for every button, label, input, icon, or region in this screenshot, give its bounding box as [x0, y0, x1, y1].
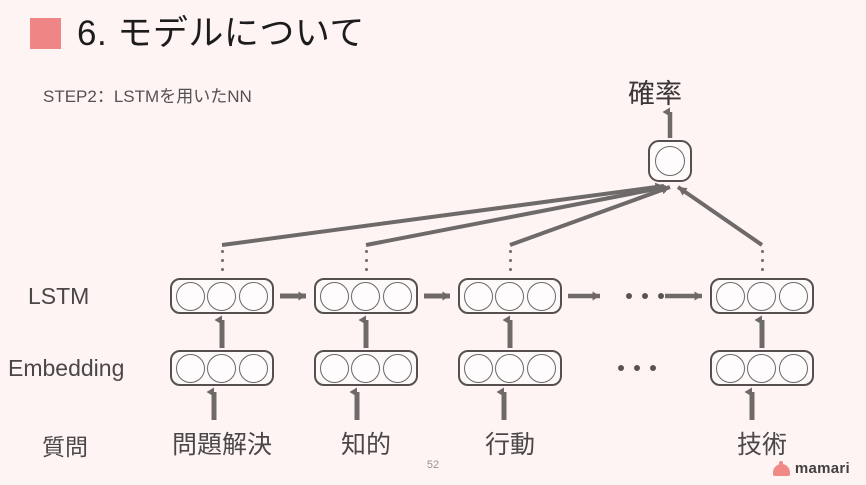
lstm-unit-circle: [382, 281, 412, 311]
input-word-3: 行動: [484, 431, 536, 459]
lstm-unit-circle: [351, 281, 381, 311]
lstm-unit-circle: [176, 281, 206, 311]
page-number: 52: [426, 459, 440, 471]
output-label: 確率: [628, 79, 682, 109]
subtitle-text: STEP2：LSTMを用いたNN: [43, 87, 252, 106]
vertical-dots-icon-2: [364, 250, 368, 271]
embedding-unit-circle: [176, 353, 206, 383]
title-text: 6. モデルについて: [77, 14, 365, 53]
row-label-lstm: LSTM: [28, 283, 90, 309]
embedding-unit-circle: [716, 353, 746, 383]
lstm-row-ellipsis-icon: [626, 293, 664, 299]
embedding-unit-circle: [747, 353, 777, 383]
lstm-cell-4: [710, 278, 814, 314]
embedding-unit-circle: [207, 353, 237, 383]
embedding-row-ellipsis-icon: [618, 365, 656, 371]
brand-logo: mamari: [772, 460, 850, 477]
brand-name-text: mamari: [794, 460, 850, 477]
embedding-cell-3: [458, 350, 562, 386]
embedding-unit-circle: [464, 353, 494, 383]
lstm-unit-circle: [238, 281, 268, 311]
title-bullet-square: [30, 18, 61, 49]
embedding-cell-4: [710, 350, 814, 386]
output-unit-circle: [655, 146, 685, 176]
embedding-cell-2: [314, 350, 418, 386]
embedding-unit-circle: [526, 353, 556, 383]
lstm-cell-2: [314, 278, 418, 314]
vertical-dots-icon-1: [220, 250, 224, 271]
embedding-unit-circle: [238, 353, 268, 383]
lstm-unit-circle: [320, 281, 350, 311]
input-word-4: 技術: [736, 431, 788, 459]
vertical-dots-icon-3: [508, 250, 512, 271]
embedding-cell-1: [170, 350, 274, 386]
page-title: 6. モデルについて: [30, 16, 365, 51]
mamari-bell-icon: [772, 461, 790, 476]
row-label-embedding: Embedding: [8, 355, 125, 381]
lstm-unit-circle: [778, 281, 808, 311]
output-node: [648, 140, 692, 182]
embedding-unit-circle: [320, 353, 350, 383]
input-word-2: 知的: [340, 431, 392, 459]
row-label-question: 質問: [42, 434, 88, 460]
lstm-to-output-lines: [221, 182, 764, 247]
lstm-unit-circle: [747, 281, 777, 311]
lstm-unit-circle: [716, 281, 746, 311]
embedding-unit-circle: [382, 353, 412, 383]
lstm-cell-3: [458, 278, 562, 314]
lstm-cell-1: [170, 278, 274, 314]
embedding-unit-circle: [778, 353, 808, 383]
lstm-unit-circle: [526, 281, 556, 311]
word-to-embedding-arrows: [206, 387, 755, 420]
input-word-1: 問題解決: [171, 431, 273, 459]
embedding-unit-circle: [351, 353, 381, 383]
lstm-unit-circle: [207, 281, 237, 311]
lstm-unit-circle: [464, 281, 494, 311]
lstm-unit-circle: [495, 281, 525, 311]
vertical-dots-icon-4: [760, 250, 764, 271]
embedding-unit-circle: [495, 353, 525, 383]
embedding-to-lstm-arrows: [214, 315, 765, 348]
